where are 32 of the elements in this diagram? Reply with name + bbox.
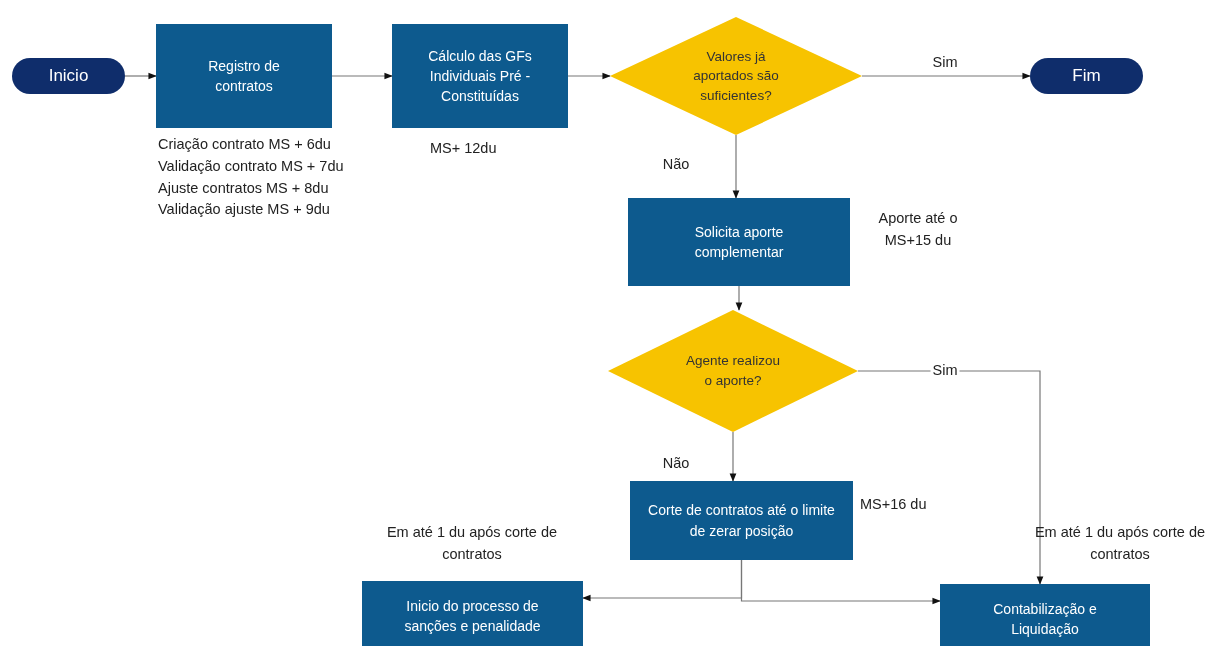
annotation-text: MS+ 12du [430,139,498,158]
terminal-pill: Inicio [12,58,125,94]
arrow [732,134,740,199]
process-box: Cálculo das GFs Individuais Pré - Constituídas [392,24,568,128]
decision-diamond: Valores já aportados são suficientes? [610,17,862,135]
annotation-text: Em até 1 du após corte de contratos [1033,523,1207,564]
edge-label: Sim [930,54,960,70]
edge-label: Não [660,455,692,471]
terminal-pill: Fim [1030,58,1143,94]
arrow [729,431,737,482]
arrow [740,559,941,605]
arrow [861,72,1031,80]
process-box: Solicita aporte complementar [628,198,850,286]
annotation-text: Em até 1 du após corte de contratos [385,523,559,564]
annotation-text: MS+16 du [860,495,928,514]
process-box: Contabilização e Liquidação [940,584,1150,646]
annotation-text: Ajuste contratos MS + 8du [158,178,330,198]
annotation-text: Aporte até o MS+15 du [877,209,959,250]
edge-label: Sim [930,362,960,378]
decision-diamond: Agente realizou o aporte? [608,310,858,432]
arrow [567,72,611,80]
annotation-text: Criação contrato MS + 6du [158,135,332,154]
process-box: Registro de contratos [156,24,332,128]
process-box: Corte de contratos até o limite de zerar posição [630,481,853,560]
arrow [735,285,743,311]
arrow [124,72,157,80]
arrow [857,370,1044,585]
edge-label: Não [660,156,692,172]
annotation-text: Validação contrato MS + 7du [158,156,345,176]
arrow [331,72,393,80]
process-box: Inicio do processo de sanções e penalidade [362,581,583,646]
annotation-text: Validação ajuste MS + 9du [158,200,331,220]
